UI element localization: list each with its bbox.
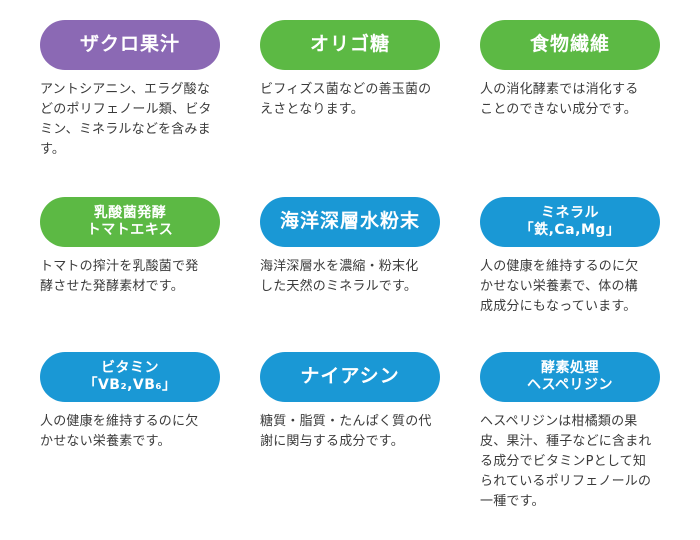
ingredient-pomegranate-juice: ザクロ果汁 アントシアニン、エラグ酸な どのポリフェノール類、ビタ ミン、ミネラ…: [40, 20, 220, 160]
ingredient-minerals: ミネラル 「鉄,Ca,Mg」 人の健康を維持するのに欠 かせない栄養素で、体の構…: [480, 197, 660, 317]
ingredient-description: ビフィズス菌などの善玉菌の えさとなります。: [260, 82, 432, 117]
ingredient-title: オリゴ糖: [309, 33, 390, 56]
ingredient-vitamins: ビタミン 「VB₂,VB₆」 人の健康を維持するのに欠 かせない栄養素です。: [40, 352, 220, 452]
ingredient-title: ザクロ果汁: [79, 33, 180, 56]
ingredient-description: 糖質・脂質・たんぱく質の代 謝に関与する成分です。: [260, 414, 432, 449]
ingredient-description: ヘスペリジンは柑橘類の果 皮、果汁、種子などに含まれ る成分でビタミンPとして知…: [480, 414, 652, 509]
ingredient-title-pill: 酵素処理 ヘスペリジン: [480, 352, 660, 402]
ingredient-title-pill: 乳酸菌発酵 トマトエキス: [40, 197, 220, 247]
ingredient-title-pill: ナイアシン: [260, 352, 440, 402]
ingredient-title-pill: 海洋深層水粉末: [260, 197, 440, 247]
ingredient-title: ビタミン 「VB₂,VB₆」: [83, 359, 177, 394]
ingredient-dietary-fiber: 食物繊維 人の消化酵素では消化する ことのできない成分です。: [480, 20, 660, 120]
ingredient-title: 乳酸菌発酵 トマトエキス: [86, 204, 174, 239]
ingredient-deep-sea-water-powder: 海洋深層水粉末 海洋深層水を濃縮・粉末化 した天然のミネラルです。: [260, 197, 440, 297]
ingredient-title-pill: ザクロ果汁: [40, 20, 220, 70]
ingredient-fermented-tomato-extract: 乳酸菌発酵 トマトエキス トマトの搾汁を乳酸菌で発 酵させた発酵素材です。: [40, 197, 220, 297]
ingredient-title-pill: ミネラル 「鉄,Ca,Mg」: [480, 197, 660, 247]
ingredient-hesperidin: 酵素処理 ヘスペリジン ヘスペリジンは柑橘類の果 皮、果汁、種子などに含まれ る…: [480, 352, 660, 512]
ingredient-description: 海洋深層水を濃縮・粉末化 した天然のミネラルです。: [260, 259, 419, 294]
ingredient-title: ナイアシン: [300, 365, 400, 388]
ingredient-title-pill: 食物繊維: [480, 20, 660, 70]
ingredient-niacin: ナイアシン 糖質・脂質・たんぱく質の代 謝に関与する成分です。: [260, 352, 440, 452]
ingredient-description: 人の健康を維持するのに欠 かせない栄養素で、体の構 成成分にもなっています。: [480, 259, 639, 314]
ingredient-title: 酵素処理 ヘスペリジン: [526, 359, 614, 394]
ingredient-description: アントシアニン、エラグ酸な どのポリフェノール類、ビタ ミン、ミネラルなどを含み…: [40, 82, 212, 157]
ingredient-description: トマトの搾汁を乳酸菌で発 酵させた発酵素材です。: [40, 259, 199, 294]
ingredient-title: 海洋深層水粉末: [279, 210, 420, 233]
ingredient-title-pill: オリゴ糖: [260, 20, 440, 70]
ingredient-description: 人の消化酵素では消化する ことのできない成分です。: [480, 82, 639, 117]
ingredient-title: 食物繊維: [529, 33, 610, 56]
ingredient-title-pill: ビタミン 「VB₂,VB₆」: [40, 352, 220, 402]
ingredient-description: 人の健康を維持するのに欠 かせない栄養素です。: [40, 414, 199, 449]
ingredient-oligosaccharide: オリゴ糖 ビフィズス菌などの善玉菌の えさとなります。: [260, 20, 440, 120]
ingredient-title: ミネラル 「鉄,Ca,Mg」: [519, 204, 621, 239]
